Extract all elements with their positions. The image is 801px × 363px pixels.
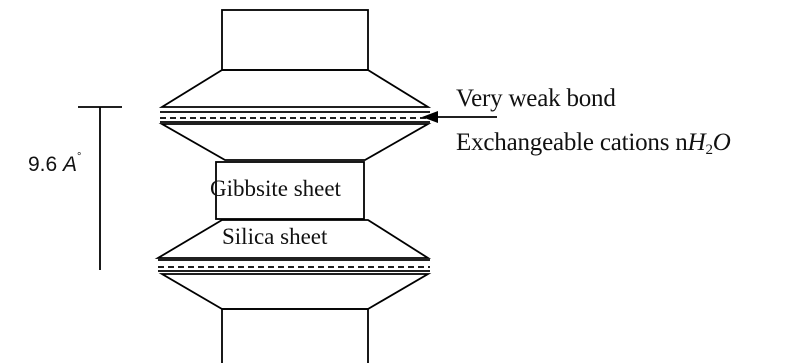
top-silica-sheet bbox=[158, 69, 432, 108]
dimension-unit: A bbox=[63, 153, 78, 176]
bond-arrow-head bbox=[422, 111, 438, 123]
bond-label: Very weak bond bbox=[456, 86, 616, 111]
silica-sheet-text: Silica sheet bbox=[222, 224, 328, 249]
cations-symbol: H bbox=[687, 129, 706, 156]
middle-upper-silica-sheet bbox=[158, 123, 432, 161]
gibbsite-sheet-label: Gibbsite sheet bbox=[210, 177, 341, 200]
silica-sheet-label: Silica sheet bbox=[222, 225, 327, 248]
cations-suffix: O bbox=[712, 129, 731, 156]
gibbsite-sheet-text: Gibbsite sheet bbox=[210, 176, 341, 201]
cations-label: Exchangeable cations nH2O bbox=[456, 130, 731, 158]
bottom-gibbsite-block bbox=[221, 308, 369, 363]
gibbsite-sheet-box bbox=[215, 161, 365, 220]
silica-sheet bbox=[154, 219, 432, 259]
cations-prefix: Exchangeable cations n bbox=[456, 129, 688, 156]
cations-subscript: 2 bbox=[705, 142, 713, 158]
dimension-label: 9.6 A° bbox=[28, 151, 82, 176]
bottom-silica-sheet bbox=[158, 273, 432, 310]
dimension-mark: ° bbox=[77, 151, 82, 163]
bond-label-text: Very weak bond bbox=[456, 85, 616, 112]
dimension-value: 9.6 bbox=[28, 153, 64, 176]
top-gibbsite-block bbox=[221, 9, 369, 71]
